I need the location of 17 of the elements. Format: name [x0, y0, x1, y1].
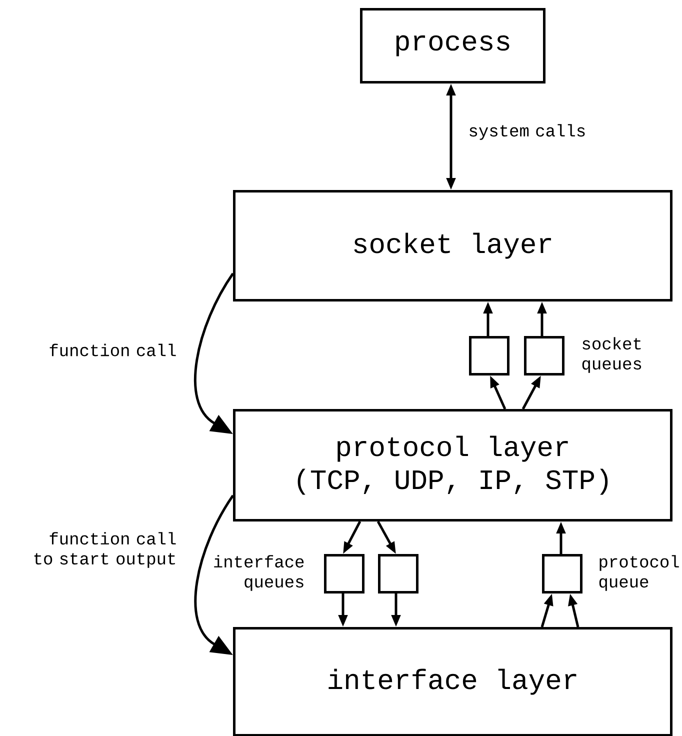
queue-box	[524, 336, 564, 376]
queue-box	[378, 554, 418, 594]
layer-box: socket layer	[233, 190, 672, 302]
queue-label: protocol queue	[599, 555, 679, 591]
process-box: process	[360, 8, 546, 84]
queue-box	[324, 554, 364, 594]
arrow	[194, 272, 234, 434]
queue-label: socket queues	[582, 337, 642, 373]
edge-label: function call	[50, 344, 176, 356]
arrow	[194, 494, 234, 655]
queue-box	[542, 554, 582, 594]
queue-label: interface queues	[214, 555, 304, 591]
layer-box: protocol layer (TCP, UDP, IP, STP)	[233, 409, 672, 522]
edge-label: system calls	[470, 124, 585, 140]
queue-box	[469, 336, 510, 376]
edge-label: function call to start output	[34, 532, 176, 568]
layer-box: interface layer	[233, 627, 672, 736]
